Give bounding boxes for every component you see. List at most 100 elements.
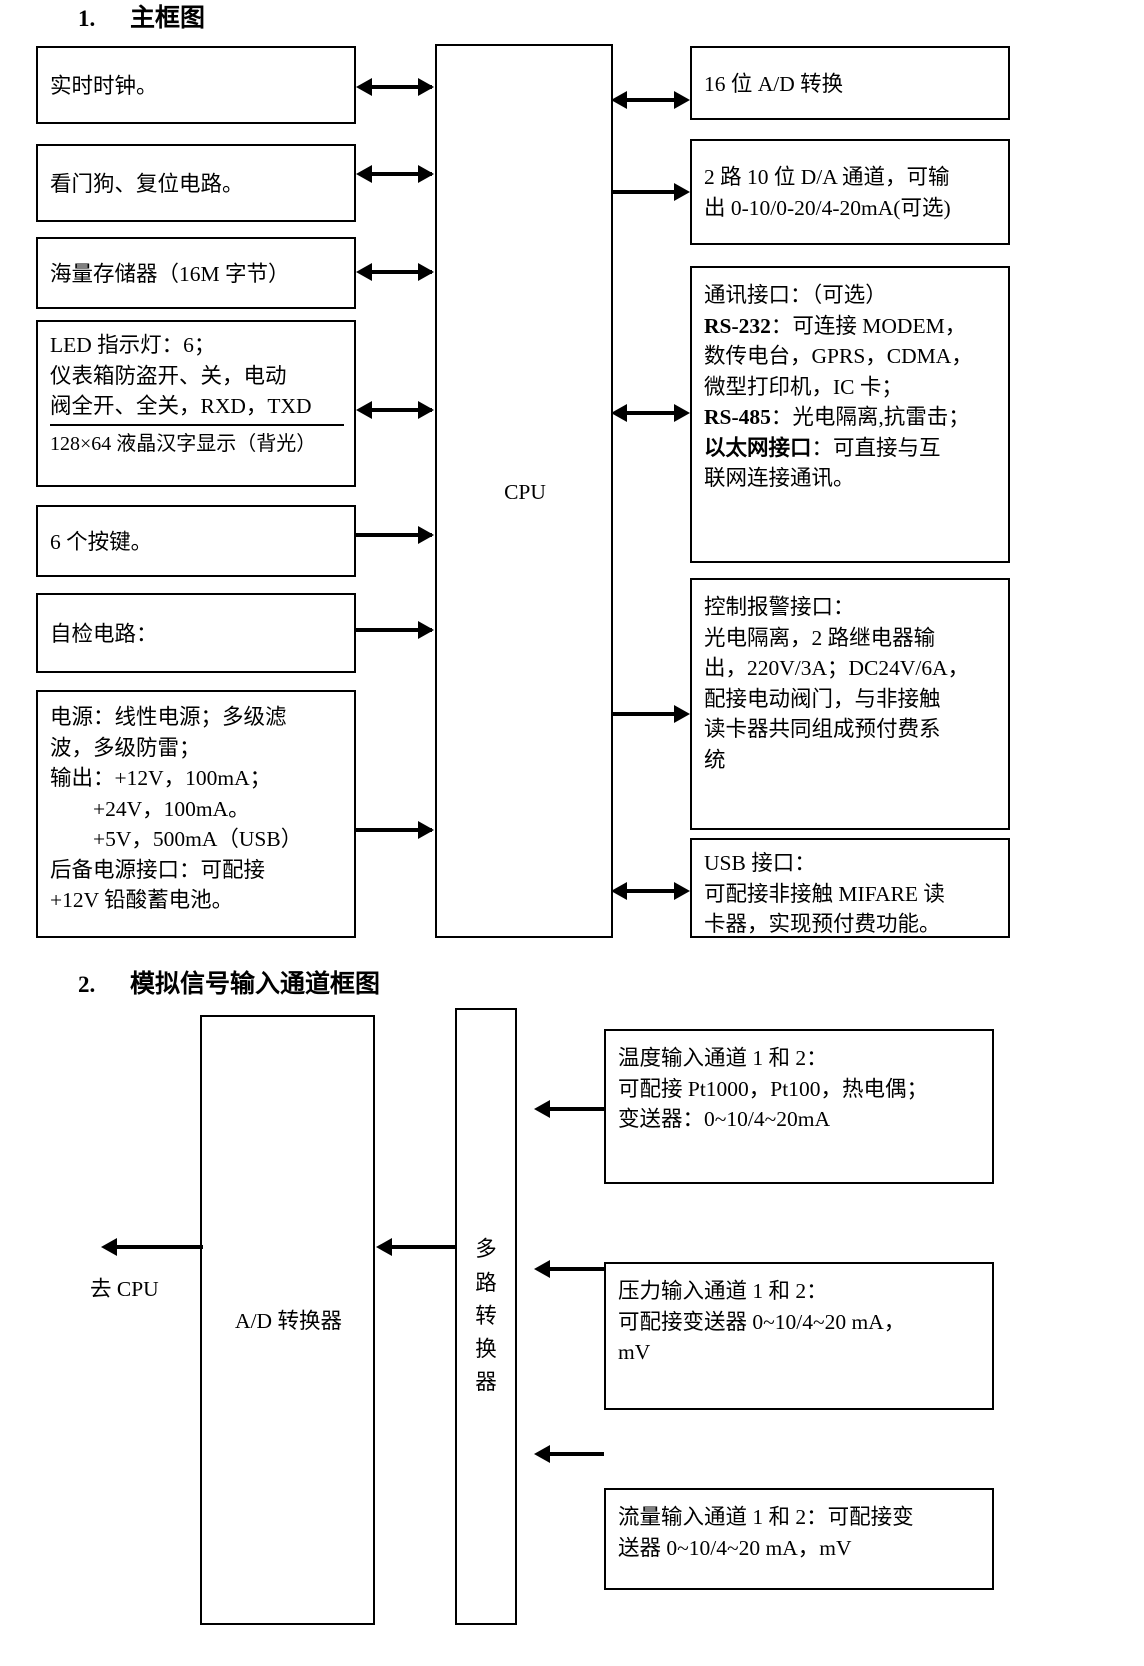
block-comm-line-0: 通讯接口：（可选） bbox=[704, 283, 887, 307]
block-usb-line-2: 卡器，实现预付费功能。 bbox=[704, 912, 941, 937]
block-power-line-2: 输出：+12V，100mA； bbox=[50, 766, 272, 791]
block-comm-line-4: RS-485：光电隔离,抗雷击； bbox=[704, 405, 970, 430]
arrowhead-control-alarm-right bbox=[674, 705, 690, 723]
block-realtime-clock: 实时时钟。 bbox=[36, 46, 356, 124]
block-temperature-line-2: 变送器：0~10/4~20mA bbox=[618, 1107, 830, 1132]
block-flow-input: 流量输入通道 1 和 2：可配接变 送器 0~10/4~20 mA，mV bbox=[604, 1488, 994, 1590]
block-control-alarm-line-5: 统 bbox=[704, 747, 726, 772]
section-1-heading: 1.主框图 bbox=[78, 6, 205, 31]
block-usb-line-0: USB 接口： bbox=[704, 851, 816, 875]
block-usb-interface: USB 接口： 可配接非接触 MIFARE 读 卡器，实现预付费功能。 bbox=[690, 838, 1010, 938]
connector-led-cpu bbox=[370, 408, 432, 412]
block-pressure-input: 压力输入通道 1 和 2： 可配接变送器 0~10/4~20 mA， mV bbox=[604, 1262, 994, 1410]
block-mass-storage: 海量存储器（16M 字节） bbox=[36, 237, 356, 309]
block-dac-channels: 2 路 10 位 D/A 通道，可输 出 0-10/0-20/4-20mA(可选… bbox=[690, 139, 1010, 245]
arrowhead-rtc-left bbox=[356, 78, 372, 96]
arrowhead-storage-left bbox=[356, 263, 372, 281]
arrowhead-adc-left bbox=[611, 91, 627, 109]
led-lcd-divider bbox=[50, 423, 344, 426]
block-comm-line-6: 联网连接通讯。 bbox=[704, 466, 855, 491]
cpu-block: CPU bbox=[435, 44, 613, 938]
block-led-lcd-line-1: 仪表箱防盗开、关，电动 bbox=[50, 363, 287, 388]
block-control-alarm: 控制报警接口： 光电隔离，2 路继电器输 出，220V/3A；DC24V/6A，… bbox=[690, 578, 1010, 830]
block-comm-line-3: 微型打印机，IC 卡； bbox=[704, 374, 903, 399]
arrowhead-led-left bbox=[356, 401, 372, 419]
arrowhead-usb-right bbox=[674, 882, 690, 900]
block-power-line-1: 波，多级防雷； bbox=[50, 735, 201, 760]
mux-char-2: 转 bbox=[475, 1303, 497, 1328]
block-multiplexer-label: 多 路 转 换 器 bbox=[457, 1010, 515, 1623]
block-pressure-line-2: mV bbox=[618, 1340, 651, 1365]
block-ad-converter: A/D 转换器 bbox=[200, 1015, 375, 1625]
arrowhead-comm-left bbox=[611, 404, 627, 422]
section-2-number: 2. bbox=[78, 972, 96, 997]
block-temperature-line-1: 可配接 Pt1000，Pt100，热电偶； bbox=[618, 1076, 928, 1101]
arrowhead-rtc-right bbox=[418, 78, 434, 96]
block-keys: 6 个按键。 bbox=[36, 505, 356, 577]
connector-flow-mux bbox=[548, 1452, 604, 1456]
mux-char-4: 器 bbox=[475, 1370, 497, 1395]
block-realtime-clock-line-0: 实时时钟。 bbox=[50, 73, 158, 98]
block-flow-line-1: 送器 0~10/4~20 mA，mV bbox=[618, 1535, 852, 1560]
block-keys-line-0: 6 个按键。 bbox=[50, 529, 153, 554]
connector-cpu-control-alarm bbox=[613, 712, 685, 716]
to-cpu-label: 去 CPU bbox=[90, 1277, 159, 1301]
block-adc-16bit: 16 位 A/D 转换 bbox=[690, 46, 1010, 120]
connector-rtc-cpu bbox=[370, 85, 432, 89]
connector-power-cpu bbox=[356, 828, 432, 832]
connector-cpu-usb bbox=[625, 889, 685, 893]
block-power-line-5: 后备电源接口：可配接 bbox=[50, 857, 266, 882]
block-comm-interface: 通讯接口：（可选） RS-232：可连接 MODEM， 数传电台，GPRS，CD… bbox=[690, 266, 1010, 563]
section-1-title: 主框图 bbox=[130, 4, 206, 32]
cpu-label: CPU bbox=[504, 479, 546, 504]
block-adc-16bit-line-0: 16 位 A/D 转换 bbox=[704, 71, 844, 96]
section-2-heading: 2. 模拟信号输入通道框图 bbox=[78, 972, 380, 997]
arrowhead-comm-right bbox=[674, 404, 690, 422]
block-power-line-6: +12V 铅酸蓄电池。 bbox=[50, 888, 234, 913]
block-power-line-4: +5V，500mA（USB） bbox=[50, 827, 303, 852]
arrowhead-adc-right bbox=[674, 91, 690, 109]
block-selftest: 自检电路： bbox=[36, 593, 356, 673]
mux-char-3: 换 bbox=[475, 1337, 497, 1362]
connector-keys-cpu bbox=[356, 533, 432, 537]
arrowhead-storage-right bbox=[418, 263, 434, 281]
block-temperature-line-0: 温度输入通道 1 和 2： bbox=[618, 1046, 828, 1070]
connector-selftest-cpu bbox=[356, 628, 432, 632]
connector-cpu-comm bbox=[625, 411, 685, 415]
arrowhead-watchdog-left bbox=[356, 165, 372, 183]
arrowhead-selftest-right bbox=[418, 621, 434, 639]
block-dac-line-0: 2 路 10 位 D/A 通道，可输 bbox=[704, 165, 950, 190]
connector-watchdog-cpu bbox=[370, 172, 432, 176]
arrowhead-watchdog-right bbox=[418, 165, 434, 183]
block-selftest-line-0: 自检电路： bbox=[50, 621, 158, 646]
block-led-lcd-lcd-line: 128×64 液晶汉字显示（背光） bbox=[50, 432, 317, 455]
block-comm-line-1: RS-232：可连接 MODEM， bbox=[704, 313, 967, 338]
arrowhead-usb-left bbox=[611, 882, 627, 900]
connector-cpu-dac bbox=[613, 190, 685, 194]
connector-adc-to-cpu bbox=[115, 1245, 203, 1249]
block-power-line-3: +24V，100mA。 bbox=[50, 796, 250, 821]
mux-char-0: 多 bbox=[475, 1237, 497, 1262]
connector-cpu-adc bbox=[625, 98, 685, 102]
connector-temperature-mux bbox=[548, 1107, 604, 1111]
block-power-line-0: 电源：线性电源；多级滤 bbox=[50, 705, 287, 729]
block-led-lcd-line-0: LED 指示灯：6； bbox=[50, 333, 216, 357]
arrowhead-power-right bbox=[418, 821, 434, 839]
arrowhead-mux-to-adc-left bbox=[376, 1238, 392, 1256]
block-led-lcd-line-2: 阀全开、全关，RXD，TXD bbox=[50, 394, 312, 419]
block-watchdog-reset: 看门狗、复位电路。 bbox=[36, 144, 356, 222]
block-temperature-input: 温度输入通道 1 和 2： 可配接 Pt1000，Pt100，热电偶； 变送器：… bbox=[604, 1029, 994, 1184]
block-usb-line-1: 可配接非接触 MIFARE 读 bbox=[704, 881, 945, 906]
block-ad-converter-label: A/D 转换器 bbox=[235, 1308, 342, 1333]
arrowhead-led-right bbox=[418, 401, 434, 419]
arrowhead-temperature-left bbox=[534, 1100, 550, 1118]
block-comm-line-2: 数传电台，GPRS，CDMA， bbox=[704, 344, 973, 369]
section-2-title: 模拟信号输入通道框图 bbox=[130, 970, 381, 998]
block-control-alarm-line-4: 读卡器共同组成预付费系 bbox=[704, 717, 941, 742]
arrowhead-dac-right bbox=[674, 183, 690, 201]
block-control-alarm-line-0: 控制报警接口： bbox=[704, 595, 855, 619]
block-control-alarm-line-3: 配接电动阀门，与非接触 bbox=[704, 686, 941, 711]
arrowhead-keys-right bbox=[418, 526, 434, 544]
block-pressure-line-0: 压力输入通道 1 和 2： bbox=[618, 1279, 828, 1303]
